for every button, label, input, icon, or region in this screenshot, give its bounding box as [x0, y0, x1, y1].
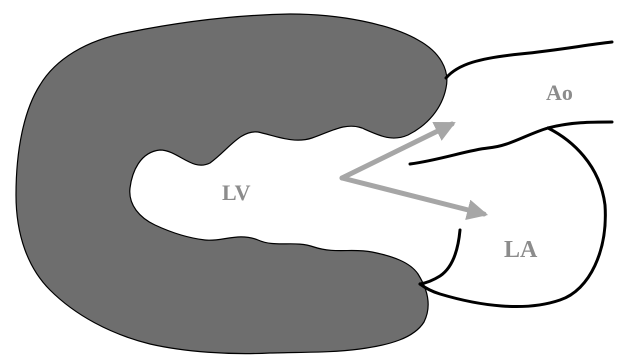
left-atrium-wall	[420, 128, 605, 307]
label-left-ventricle: LV	[222, 180, 251, 205]
aorta-upper-wall	[446, 42, 612, 78]
mitral-valve-leaflet	[420, 230, 460, 284]
label-aorta: Ao	[546, 80, 573, 105]
arrow-to-left-atrium	[342, 178, 484, 214]
label-left-atrium: LA	[504, 237, 538, 263]
